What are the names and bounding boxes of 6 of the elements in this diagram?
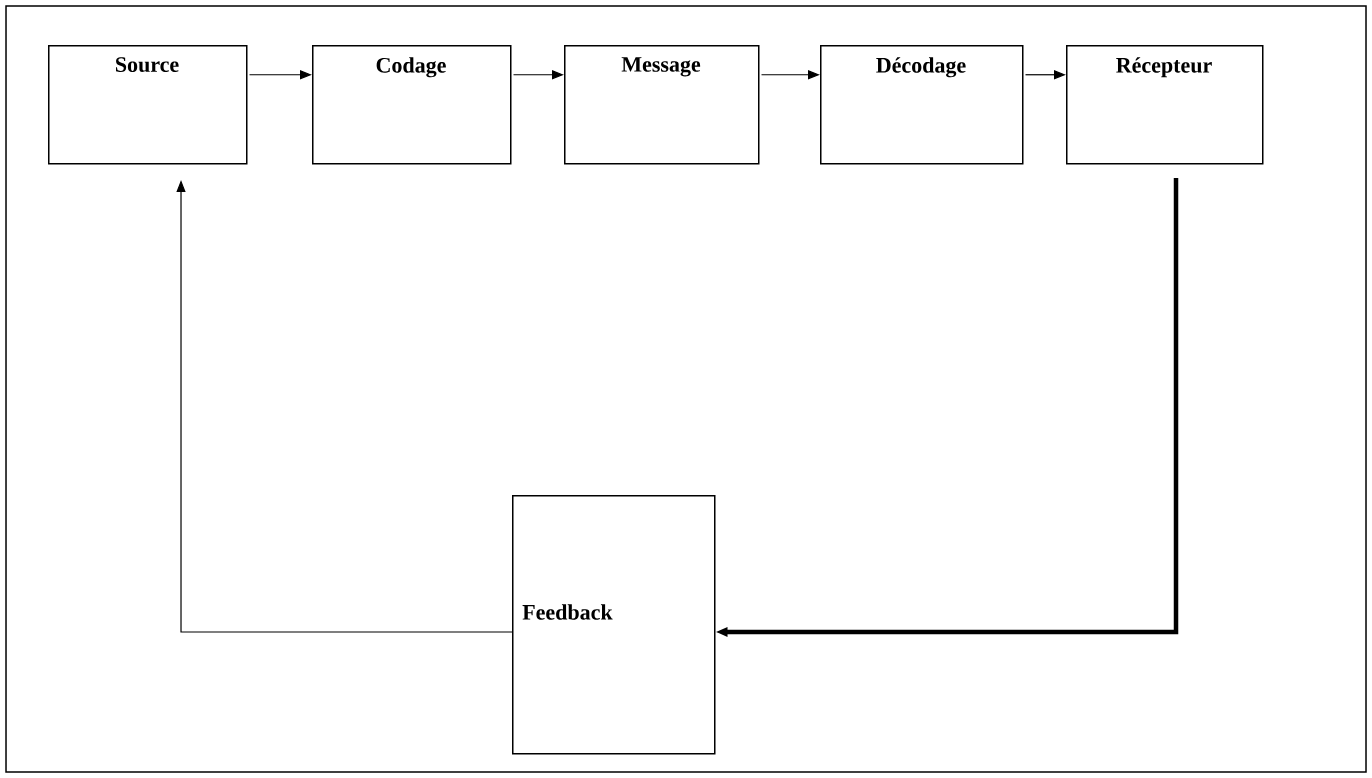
process-box: Codage bbox=[312, 45, 512, 165]
feedback-box: Feedback bbox=[512, 495, 716, 755]
process-box: Récepteur bbox=[1066, 45, 1264, 165]
process-box: Message bbox=[564, 45, 760, 165]
process-box: Décodage bbox=[820, 45, 1024, 165]
process-box: Source bbox=[48, 45, 248, 165]
